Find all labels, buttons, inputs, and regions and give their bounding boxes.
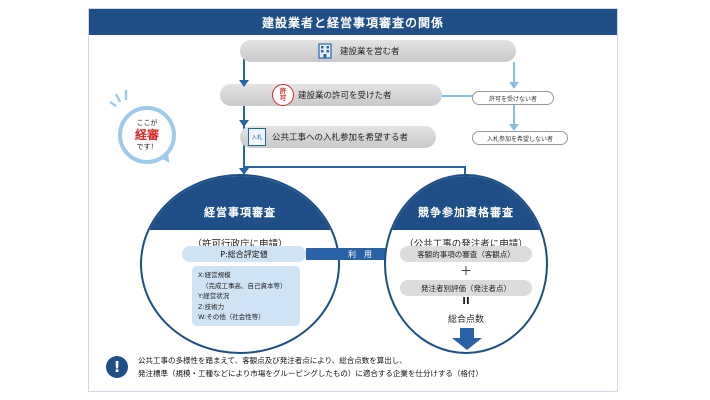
drop-right [464,166,466,178]
plus-sign: ＋ [459,264,472,278]
split-line [243,166,465,168]
orderer-score-pill: 発注者別評価（発注者点） [400,280,532,296]
objective-score-pill: 客観的事項の審査（客観点） [400,246,532,262]
drop-left [243,148,245,168]
arrow-to-licensed [239,80,249,87]
exclamation-icon: ! [106,356,128,378]
building-icon [316,42,334,60]
callout-line2: 経審 [134,128,159,142]
result-down-arrow [452,328,482,350]
bid-document-text: 入札 [251,135,263,141]
license-stamp-text: 許可 [279,87,287,102]
branch-drop-nobid [513,95,515,125]
use-arrow-label: 利 用 [348,249,372,259]
footer-note: ! 公共工事の多様性を踏まえて、客観点及び発注者点により、総合点数を算出し、 発… [98,350,610,384]
equals-sign: II [462,296,470,307]
total-evaluation-pill: P:総合評定値 [182,246,306,262]
note-line1: 公共工事の多様性を踏まえて、客観点及び発注者点により、総合点数を算出し、 [138,356,407,365]
step-label-business: 建設業を営む者 [340,47,400,57]
factor-box: X:経営規模 （完成工事高、自己資本等） Y:経営状況 Z:技術力 W:その他（… [192,266,300,326]
step-label-licensed: 建設業の許可を受けた者 [298,91,392,101]
left-circle-subtitle: （許可行政庁に申請） [192,239,288,250]
right-circle-title: 競争参加資格審査 [386,176,546,230]
left-circle-title: 経営事項審査 [142,176,338,230]
branch-drop-unlicensed [513,62,515,84]
bid-document-icon: 入札 [248,128,266,146]
flow-line-main [243,56,245,168]
side-label-nobid: 入札参加を希望しない者 [472,131,568,145]
step-bar-licensed: 許可 建設業の許可を受けた者 [220,84,442,106]
right-circle-subtitle: （公共工事の発注者に申請） [404,239,528,250]
right-circle: 競争参加資格審査 （公共工事の発注者に申請） [384,174,548,354]
callout-bubble: ここが 経審 です！ [118,106,176,164]
factor-y: Y:経営状況 [198,292,230,300]
diagram-title: 建設業者と経営事項審査の関係 [89,9,617,35]
arrow-to-left-circle [239,168,249,175]
factor-x: X:経営規模 [198,271,231,279]
step-bar-business: 建設業を営む者 [240,40,516,62]
step-bar-bidding: 入札 公共工事への入札参加を希望する者 [240,126,436,148]
factor-w: W:その他（社会性等） [198,313,265,321]
callout-line1: ここが [136,119,158,127]
license-stamp-icon: 許可 [272,84,294,106]
callout-rays [104,88,134,110]
total-score-label: 総合点数 [447,315,484,325]
callout-line3: です！ [136,143,158,151]
note-text: 公共工事の多様性を踏まえて、客観点及び発注者点により、総合点数を算出し、 発注標… [138,354,483,380]
factor-z: Z:技術力 [198,302,225,311]
step-label-bidding: 公共工事への入札参加を希望する者 [272,133,409,143]
arrow-nobid [509,124,519,131]
arrow-to-bidding [239,120,249,127]
note-line2: 発注標準（規模・工種などにより市場をグルーピングしたもの）に適合する企業を仕分け… [138,369,483,378]
left-circle: 経営事項審査 （許可行政庁に申請） [140,174,340,354]
side-label-unlicensed: 許可を受けない者 [472,91,554,105]
factor-x-detail: （完成工事高、自己資本等） [202,281,287,290]
arrow-unlicensed [509,82,519,89]
